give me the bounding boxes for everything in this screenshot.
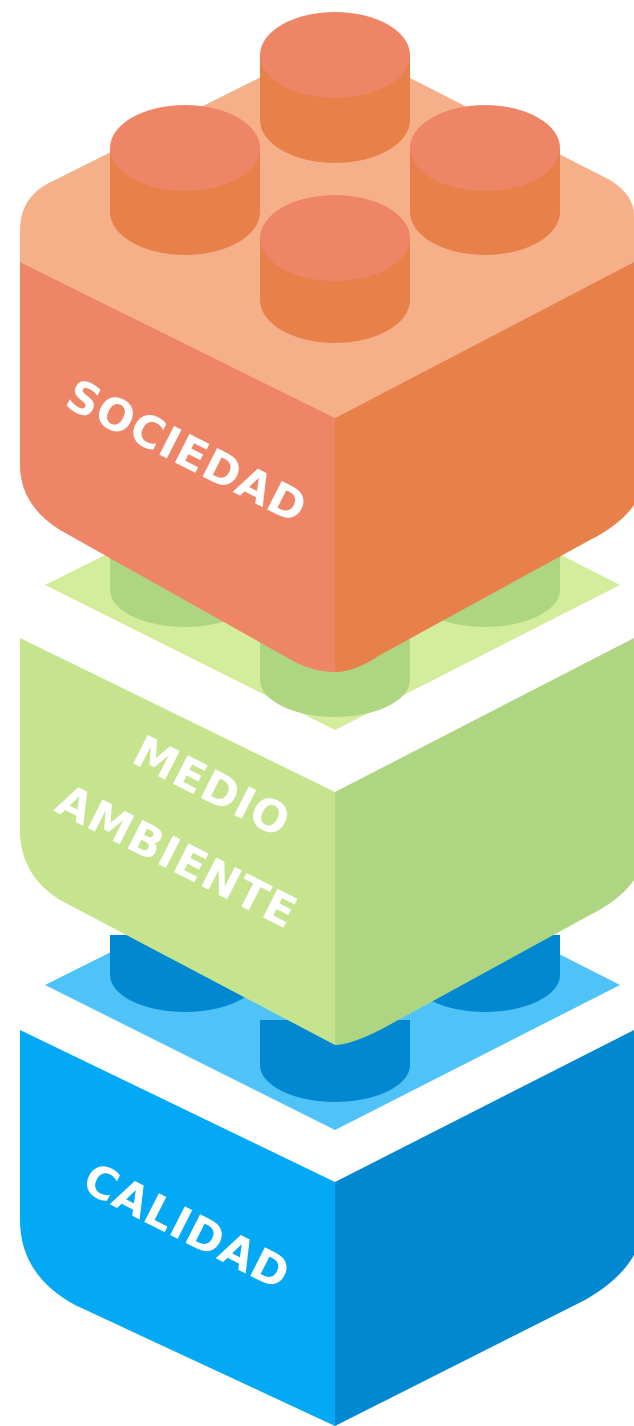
block-sociedad-stud [410,105,560,255]
block-calidad-left-face [20,1030,335,1426]
block-sociedad-stud [260,195,410,343]
block-medio-ambiente-right-face [335,638,634,1045]
block-medio-ambiente-left-face [20,638,335,1045]
block-sociedad-stud [110,105,260,255]
block-sociedad-stud [260,12,410,163]
block-sociedad-right-face [335,262,634,672]
block-sociedad: SOCIEDAD [20,12,634,672]
block-calidad-stud [260,1020,410,1102]
block-calidad-right-face [335,1030,634,1426]
block-sociedad-left-face [20,262,335,672]
